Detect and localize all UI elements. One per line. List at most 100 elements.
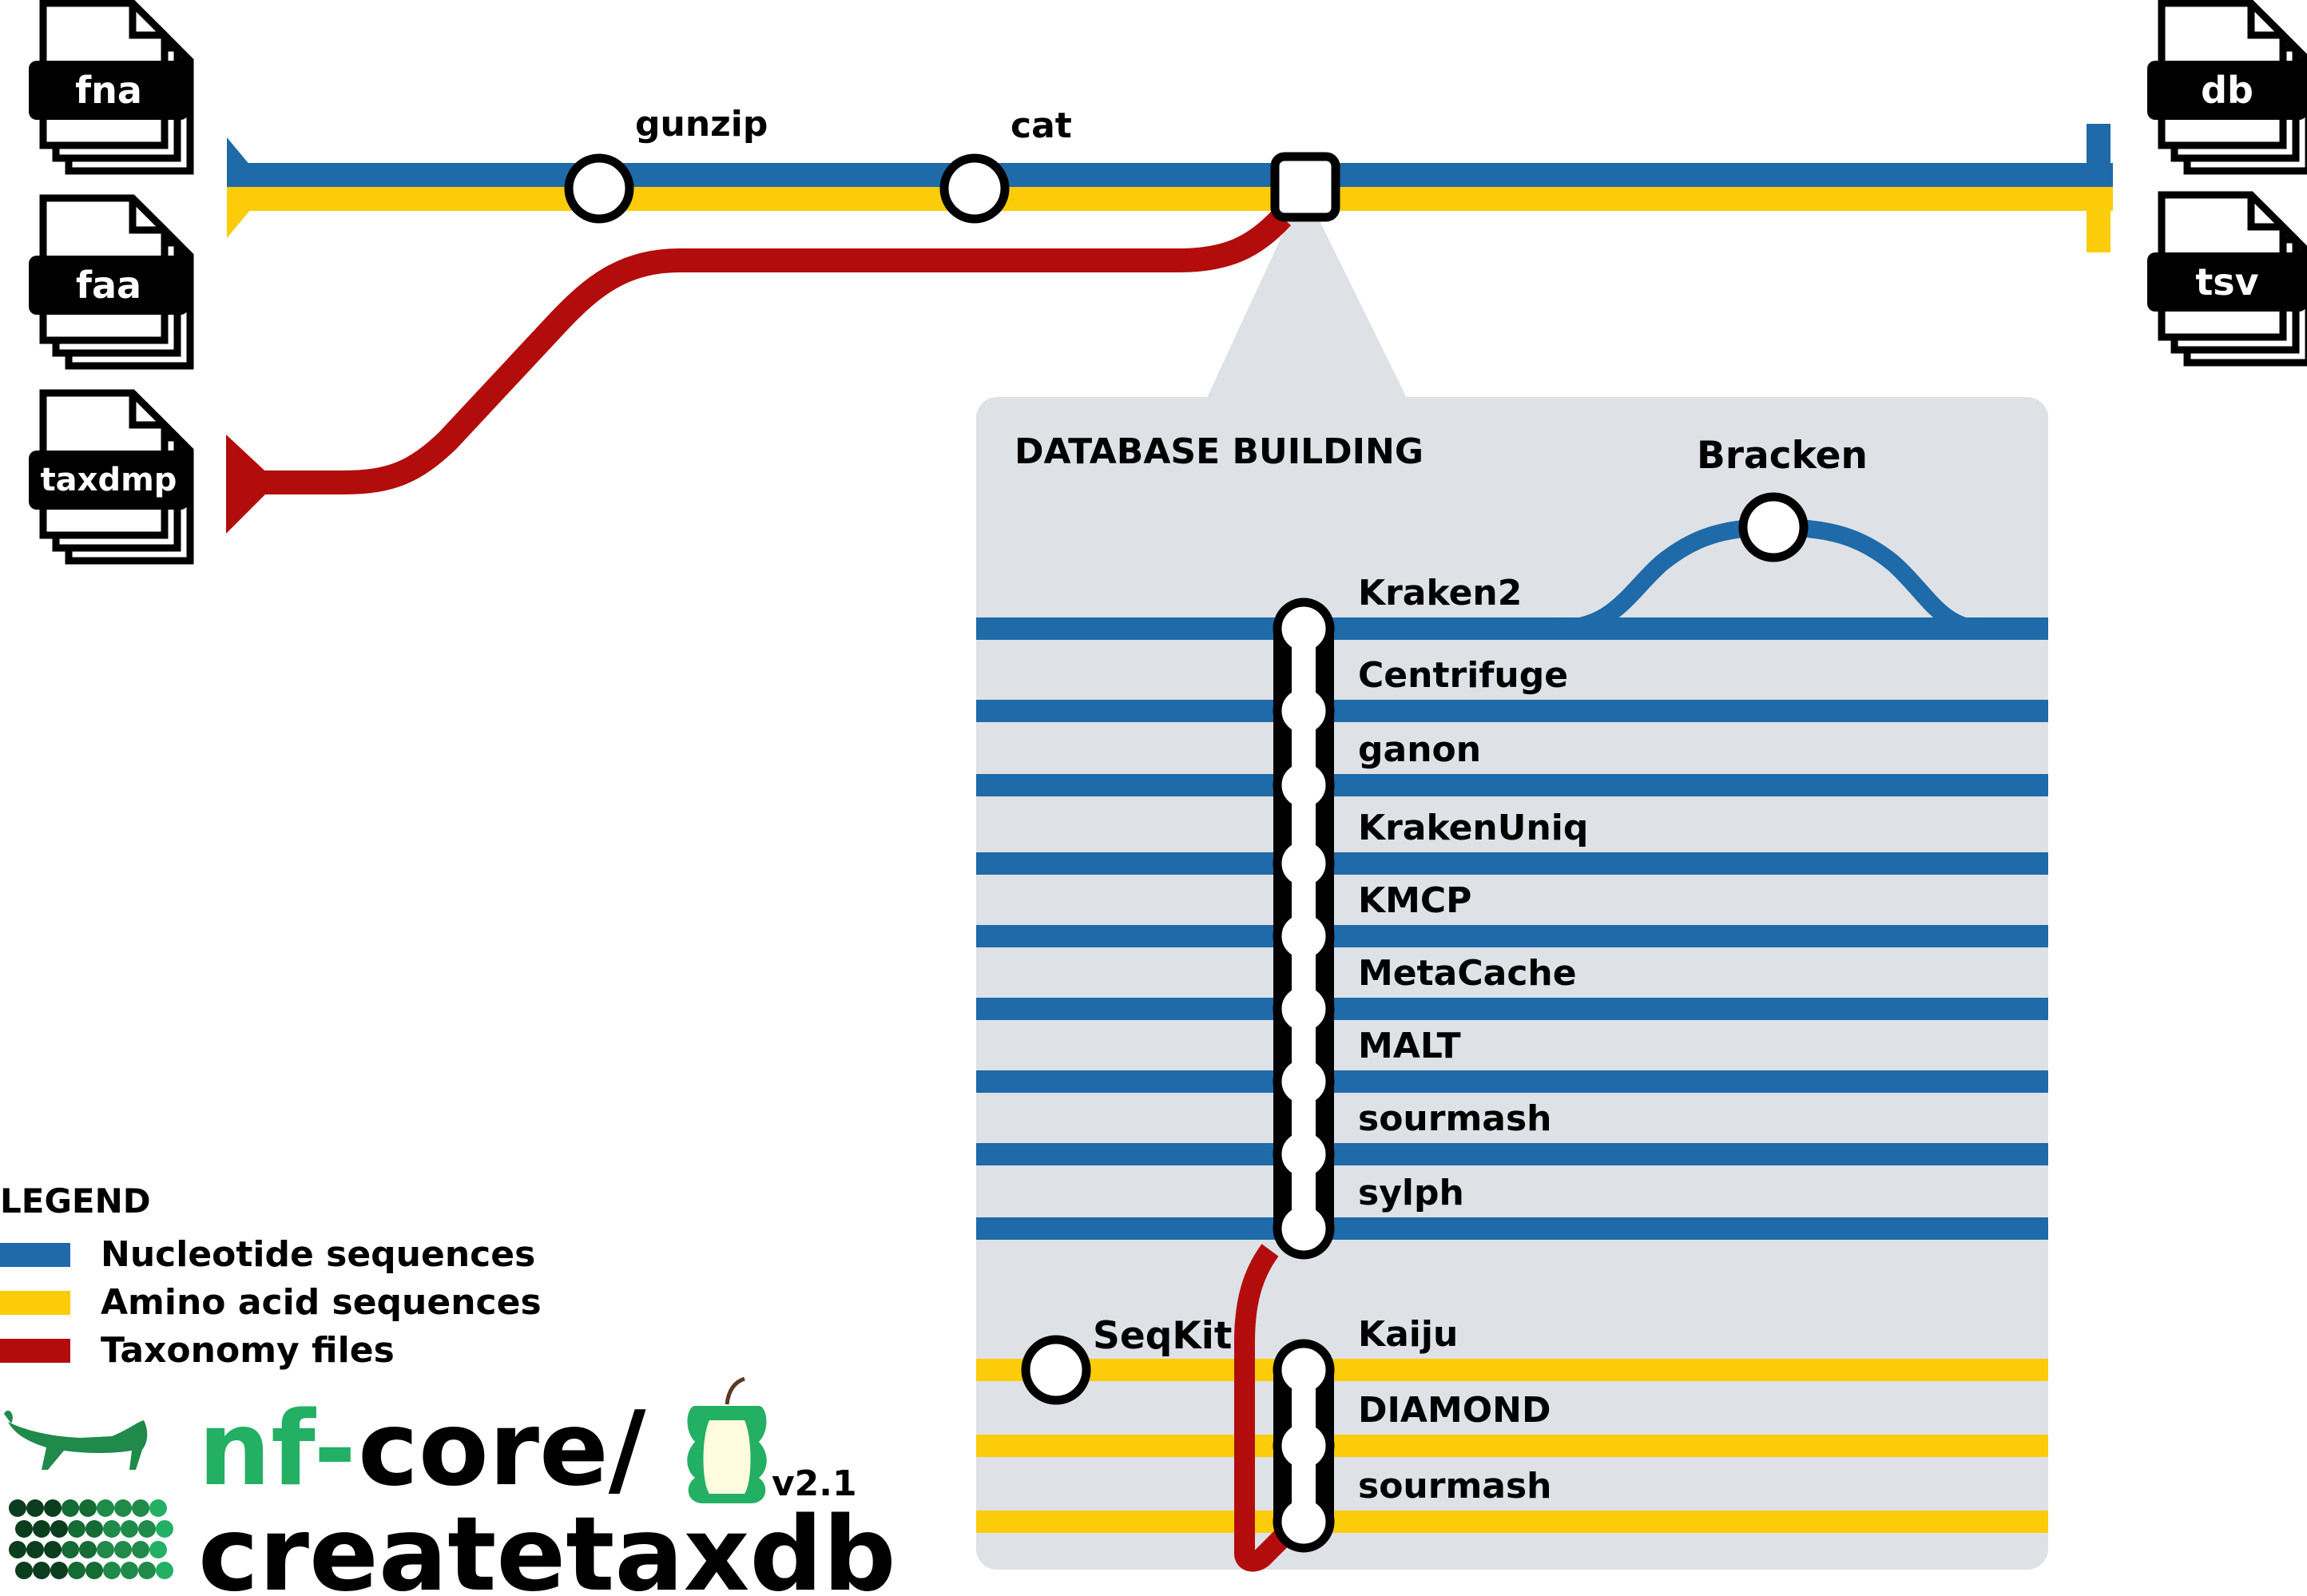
station-label: MetaCache (1358, 953, 1577, 994)
station-label-gunzip: gunzip (635, 104, 768, 145)
panel-nucleotide-line (976, 1217, 2048, 1240)
station-database-building[interactable] (1270, 152, 1340, 222)
station-label: sourmash (1358, 1098, 1552, 1139)
trunk-nucleotide-line (228, 163, 2113, 187)
station-label: MALT (1358, 1026, 1461, 1066)
logo-dot (79, 1541, 97, 1558)
dachshund-mascot-icon (4, 1410, 148, 1470)
logo-dot (121, 1562, 138, 1579)
legend: LEGEND Nucleotide sequences Amino acid s… (0, 1181, 542, 1371)
station-label: sylph (1358, 1173, 1464, 1213)
input-file-fna-label-box (29, 61, 189, 120)
input-file-taxdmp-label: taxdmp (41, 462, 177, 498)
input-file-fna-label: fna (75, 69, 142, 112)
logo-dot (132, 1541, 149, 1558)
logo-dot (114, 1541, 132, 1558)
logo-dot (138, 1520, 156, 1538)
logo-dot (149, 1541, 167, 1558)
output-file-db-label: db (2201, 69, 2253, 112)
panel-nucleotide-line (976, 774, 2048, 796)
trunk-nucleotide-start-cap (227, 137, 272, 187)
input-file-faa-label: faa (76, 264, 141, 307)
panel-callout-triangle (1206, 189, 1408, 399)
station-label: ganon (1358, 729, 1481, 770)
logo-dot (132, 1499, 149, 1517)
panel-nucleotide-line (976, 998, 2048, 1020)
logo-dot (9, 1499, 26, 1517)
logo-dot (62, 1541, 79, 1558)
station-label-bracken: Bracken (1697, 434, 1868, 478)
logo-dot (44, 1541, 62, 1558)
logo-pipeline-name: createtaxdb (198, 1495, 896, 1596)
output-file-db-label-box (2147, 61, 2307, 120)
legend-label-taxonomy: Taxonomy files (101, 1330, 395, 1371)
input-file-taxdmp: taxdmp (29, 389, 194, 565)
logo-nf-prefix: nf- (198, 1390, 356, 1509)
logo-dot (44, 1499, 62, 1517)
panel-nucleotide-line (976, 852, 2048, 875)
station-label: Kaiju (1358, 1314, 1458, 1355)
logo-dot-rows (9, 1499, 173, 1579)
tool-stations: Kraken2CentrifugeganonKrakenUniqKMCPMeta… (1273, 573, 1588, 1553)
panel-taxonomy-line (1234, 1244, 1290, 1572)
trunk-amino-start-cap (227, 187, 272, 238)
logo-dot (156, 1562, 173, 1579)
trunk-amino-line (228, 187, 2113, 211)
station-seqkit[interactable]: SeqKit (1021, 1314, 1232, 1405)
logo-dot (149, 1499, 167, 1517)
input-file-taxdmp-label-box (29, 451, 189, 510)
main-trunk (227, 124, 2113, 252)
input-file-faa: faa (29, 194, 194, 370)
logo-dot (85, 1520, 103, 1538)
logo-dot (97, 1541, 114, 1558)
panel-nucleotide-line (976, 700, 2048, 722)
trunk-nucleotide-end-cap (2087, 124, 2110, 187)
logo-dot (97, 1499, 114, 1517)
logo-dot (138, 1562, 156, 1579)
panel-nucleotide-line (976, 1070, 2048, 1093)
logo-dot (68, 1520, 85, 1538)
station-label: sourmash (1358, 1466, 1552, 1507)
station-label-seqkit: SeqKit (1093, 1314, 1232, 1358)
logo-dot (26, 1499, 44, 1517)
panel-amino-line (976, 1511, 2048, 1533)
logo-dot (15, 1520, 33, 1538)
logo-dot (62, 1499, 79, 1517)
logo-dot (33, 1520, 50, 1538)
station-bracken[interactable]: Bracken (1697, 434, 1868, 562)
logo-dot (114, 1499, 132, 1517)
logo-dot (9, 1541, 26, 1558)
station-label-cat: cat (1011, 105, 1072, 146)
output-files: db tsv (2147, 0, 2307, 367)
input-file-fna: fna (29, 0, 194, 175)
apple-core-icon (687, 1376, 767, 1503)
legend-title: LEGEND (0, 1181, 151, 1221)
logo-dot (68, 1562, 85, 1579)
logo-dot (121, 1520, 138, 1538)
station-label: KMCP (1358, 880, 1471, 921)
logo-core: core/ (358, 1390, 646, 1509)
station-label: KrakenUniq (1358, 808, 1588, 848)
output-file-tsv: tsv (2147, 191, 2307, 367)
station-cat[interactable]: cat (939, 105, 1072, 224)
logo-dot (156, 1520, 173, 1538)
logo-dot (85, 1562, 103, 1579)
panel-nucleotide-line (976, 1143, 2048, 1165)
nf-core-logo: nf- core/ createtaxdb v2.1 (4, 1376, 896, 1596)
logo-dot (103, 1520, 121, 1538)
station-gunzip[interactable]: gunzip (564, 104, 768, 224)
legend-label-nucleotide: Nucleotide sequences (101, 1234, 535, 1275)
logo-dot (15, 1562, 33, 1579)
logo-dot (33, 1562, 50, 1579)
station-label: DIAMOND (1358, 1390, 1551, 1431)
panel-lines (976, 617, 2048, 1533)
input-file-faa-label-box (29, 256, 189, 315)
logo-dot (50, 1562, 68, 1579)
input-files: fna faa taxdmp (29, 0, 194, 565)
logo-dot (26, 1541, 44, 1558)
logo-dot (79, 1499, 97, 1517)
output-file-tsv-label: tsv (2195, 260, 2258, 304)
taxonomy-line (240, 208, 1292, 494)
